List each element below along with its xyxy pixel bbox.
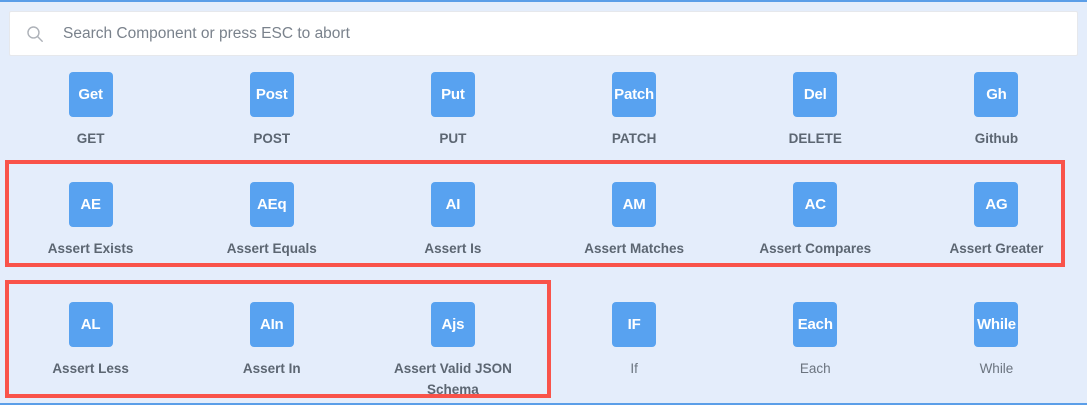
component-tile-get[interactable]: Get <box>68 72 113 117</box>
component-label-assert-less: Assert Less <box>52 361 129 376</box>
component-tile-each[interactable]: Each <box>793 302 838 347</box>
component-tile-assert-matches[interactable]: AM <box>612 182 657 227</box>
component-label-github: Github <box>974 131 1019 146</box>
component-tile-assert-exists[interactable]: AE <box>68 182 113 227</box>
component-tile-if[interactable]: IF <box>612 302 657 347</box>
component-label-assert-in: Assert In <box>242 361 301 376</box>
palette-row-asserts-2: AL Assert Less AIn Assert In Ajs Assert … <box>0 280 1087 402</box>
palette-item-assert-is[interactable]: AI Assert Is <box>362 160 543 280</box>
component-tile-assert-equals[interactable]: AEq <box>249 182 294 227</box>
component-label-post: POST <box>253 131 291 146</box>
component-label-assert-is: Assert Is <box>424 241 482 256</box>
component-tile-delete[interactable]: Del <box>793 72 838 117</box>
palette-item-each[interactable]: Each Each <box>725 280 906 402</box>
component-label-get: GET <box>76 131 105 146</box>
component-label-while: While <box>979 361 1014 376</box>
palette-item-if[interactable]: IF If <box>544 280 725 402</box>
search-icon <box>26 25 44 43</box>
palette-item-get[interactable]: Get GET <box>0 58 181 160</box>
palette-item-assert-compares[interactable]: AC Assert Compares <box>725 160 906 280</box>
component-label-assert-valid-json-schema: Assert Valid JSON Schema <box>394 361 512 397</box>
search-bar[interactable] <box>9 11 1078 56</box>
component-label-each: Each <box>799 361 831 376</box>
palette-item-assert-less[interactable]: AL Assert Less <box>0 280 181 402</box>
component-palette: Get GET Post POST Put PUT Patch PATCH De… <box>0 58 1087 403</box>
component-label-assert-exists: Assert Exists <box>47 241 134 256</box>
component-tile-assert-valid-json-schema[interactable]: Ajs <box>430 302 475 347</box>
palette-item-assert-in[interactable]: AIn Assert In <box>181 280 362 402</box>
component-label-delete: DELETE <box>788 131 842 146</box>
palette-item-assert-matches[interactable]: AM Assert Matches <box>544 160 725 280</box>
palette-item-put[interactable]: Put PUT <box>362 58 543 160</box>
search-input[interactable] <box>63 12 1077 55</box>
palette-item-post[interactable]: Post POST <box>181 58 362 160</box>
component-tile-assert-less[interactable]: AL <box>68 302 113 347</box>
component-label-if: If <box>630 361 638 376</box>
component-tile-assert-compares[interactable]: AC <box>793 182 838 227</box>
top-divider <box>0 0 1087 2</box>
component-label-assert-compares: Assert Compares <box>759 241 872 256</box>
bottom-divider <box>0 403 1087 405</box>
component-label-assert-equals: Assert Equals <box>226 241 317 256</box>
component-tile-put[interactable]: Put <box>430 72 475 117</box>
palette-item-assert-exists[interactable]: AE Assert Exists <box>0 160 181 280</box>
component-tile-patch[interactable]: Patch <box>612 72 657 117</box>
component-tile-assert-in[interactable]: AIn <box>249 302 294 347</box>
palette-item-assert-greater[interactable]: AG Assert Greater <box>906 160 1087 280</box>
palette-item-while[interactable]: While While <box>906 280 1087 402</box>
component-label-assert-greater: Assert Greater <box>949 241 1044 256</box>
palette-row-asserts-1: AE Assert Exists AEq Assert Equals AI As… <box>0 160 1087 280</box>
palette-item-delete[interactable]: Del DELETE <box>725 58 906 160</box>
palette-item-assert-valid-json-schema[interactable]: Ajs Assert Valid JSON Schema <box>362 280 543 402</box>
palette-item-patch[interactable]: Patch PATCH <box>544 58 725 160</box>
component-tile-github[interactable]: Gh <box>974 72 1019 117</box>
component-tile-assert-greater[interactable]: AG <box>974 182 1019 227</box>
component-label-assert-matches: Assert Matches <box>584 241 684 256</box>
palette-item-assert-equals[interactable]: AEq Assert Equals <box>181 160 362 280</box>
component-tile-while[interactable]: While <box>974 302 1019 347</box>
component-tile-post[interactable]: Post <box>249 72 294 117</box>
palette-item-github[interactable]: Gh Github <box>906 58 1087 160</box>
component-tile-assert-is[interactable]: AI <box>430 182 475 227</box>
palette-row-http-methods: Get GET Post POST Put PUT Patch PATCH De… <box>0 58 1087 160</box>
component-label-put: PUT <box>439 131 467 146</box>
component-label-patch: PATCH <box>611 131 657 146</box>
